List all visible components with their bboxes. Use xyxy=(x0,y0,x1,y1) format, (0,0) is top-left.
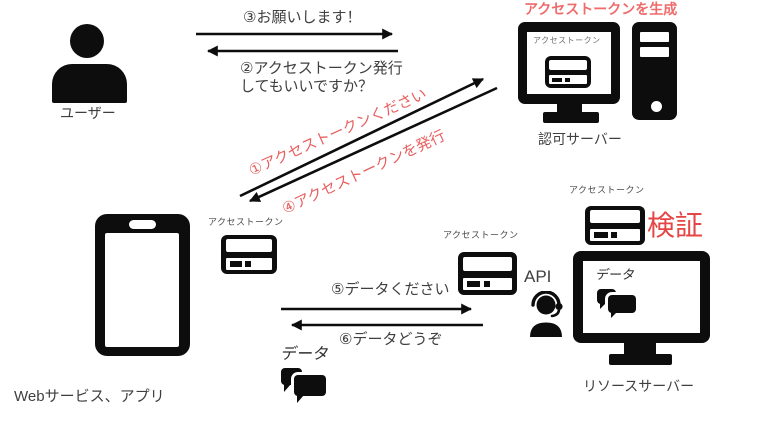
smartphone-icon xyxy=(95,214,190,356)
auth-server-label: 認可サーバー xyxy=(538,131,622,147)
arrow-step1-diagonal-up xyxy=(239,77,484,198)
resource-server-label: リソースサーバー xyxy=(583,378,695,394)
user-label: ユーザー xyxy=(60,105,116,121)
api-operator-icon xyxy=(530,291,563,337)
phone-speaker xyxy=(129,220,156,229)
api-label: API xyxy=(524,267,552,286)
resource-token-card-icon xyxy=(585,206,645,245)
step2-label-line2: してもいいですか？ xyxy=(240,78,374,95)
data-bubbles-icon xyxy=(281,368,331,406)
auth-monitor-stand-neck xyxy=(557,103,582,114)
resource-monitor-stand-base xyxy=(609,354,672,365)
step3-label: ③お願いします！ xyxy=(243,9,362,26)
auth-screen-token-label: アクセストークン xyxy=(533,36,601,45)
client-data-label: データ xyxy=(279,346,331,363)
client-token-label: アクセストークン xyxy=(208,217,284,227)
auth-screen-token-card-icon xyxy=(545,56,591,88)
resource-data-bubbles-icon xyxy=(597,289,641,321)
verify-note: 検証 xyxy=(647,210,704,241)
api-token-label: アクセストークン xyxy=(443,230,519,240)
auth-monitor-stand-base xyxy=(543,112,599,123)
resource-screen-data-label: データ xyxy=(594,267,637,282)
client-token-card-icon xyxy=(221,235,277,274)
step2-label-line1: ②アクセストークン発行 xyxy=(240,60,403,77)
resource-token-label: アクセストークン xyxy=(569,185,645,195)
auth-server-monitor-icon: アクセストークン xyxy=(518,22,620,104)
resource-server-monitor-icon: データ xyxy=(573,251,710,343)
client-app-label: Webサービス、アプリ xyxy=(14,388,165,405)
step5-label: ⑤データください xyxy=(331,281,450,298)
resource-monitor-stand-neck xyxy=(624,343,656,355)
server-tower-icon xyxy=(632,22,677,120)
user-icon-body xyxy=(52,64,127,103)
generate-token-note: アクセストークンを生成 xyxy=(524,1,678,17)
user-icon xyxy=(70,24,104,58)
phone-screen xyxy=(105,233,179,347)
api-token-card-icon xyxy=(458,252,517,295)
step6-label: ⑥データどうぞ xyxy=(339,331,443,348)
arrow-step4-diagonal-down xyxy=(249,86,498,203)
